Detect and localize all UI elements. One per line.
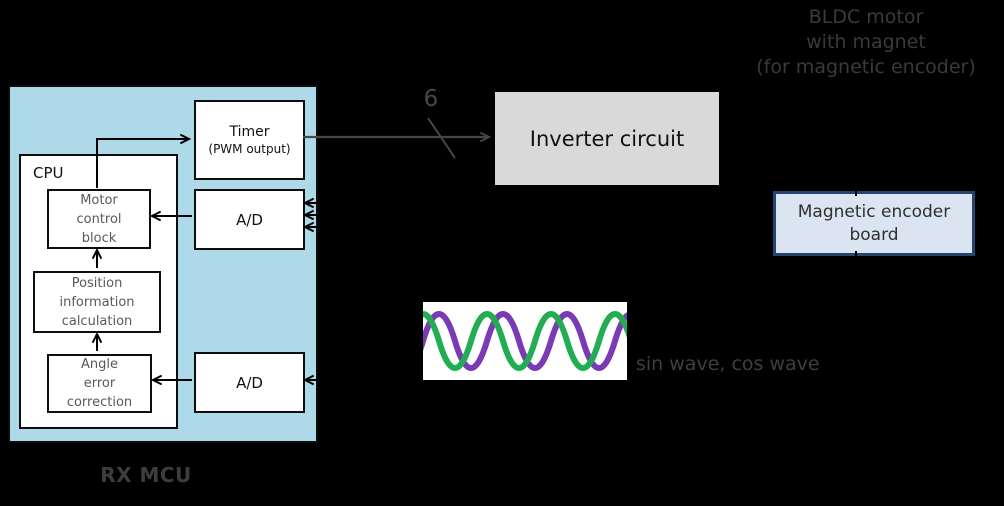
cos-wave-purple	[423, 311, 627, 371]
position-calc-line: calculation	[61, 313, 133, 329]
timer-pwm-output-label: (PWM output)	[208, 142, 291, 156]
motor-control-line: Motor	[80, 192, 118, 208]
bldc-caption-line: (for magnetic encoder)	[756, 56, 976, 78]
bus-width-label: 6	[423, 86, 439, 112]
timer-pwm-block: Timer (PWM output)	[194, 100, 305, 180]
position-calc-line: Position	[71, 275, 123, 291]
sin-wave-green	[423, 311, 627, 371]
wave-caption: sin wave, cos wave	[636, 353, 820, 375]
position-information-calculation-block: Position information calculation	[33, 271, 161, 333]
sin-cos-wave-image	[423, 302, 627, 380]
encoder-board-line: board	[849, 224, 899, 245]
motor-control-line: control	[76, 211, 122, 227]
angle-correction-line: Angle	[81, 357, 118, 372]
adc-bottom-label: A/D	[236, 373, 263, 392]
magnetic-encoder-board-block: Magnetic encoder board	[773, 191, 975, 256]
adc-top-block: A/D	[194, 189, 305, 250]
rx-mcu-label: RX MCU	[100, 463, 192, 487]
bus-slash-mark	[427, 117, 456, 159]
wave-plot	[423, 311, 627, 371]
bldc-caption-line: with magnet	[806, 31, 926, 53]
motor-control-block: Motor control block	[47, 189, 151, 249]
bldc-caption-line: BLDC motor	[808, 6, 924, 28]
position-calc-line: information	[59, 294, 135, 310]
angle-correction-line: correction	[66, 395, 133, 410]
angle-error-correction-block: Angle error correction	[47, 354, 152, 413]
bldc-motor-caption: BLDC motor with magnet (for magnetic enc…	[720, 5, 1004, 80]
cpu-label: CPU	[33, 164, 64, 182]
rx-mcu-region: CPU Motor control block Position informa…	[8, 85, 318, 443]
inverter-circuit-label: Inverter circuit	[529, 126, 685, 151]
adc-top-label: A/D	[236, 210, 263, 229]
adc-bottom-block: A/D	[194, 352, 305, 413]
inverter-circuit-block: Inverter circuit	[495, 92, 719, 185]
angle-correction-line: error	[83, 376, 116, 391]
motor-control-line: block	[81, 230, 117, 246]
timer-label: Timer	[229, 124, 270, 140]
encoder-board-line: Magnetic encoder	[797, 201, 951, 222]
